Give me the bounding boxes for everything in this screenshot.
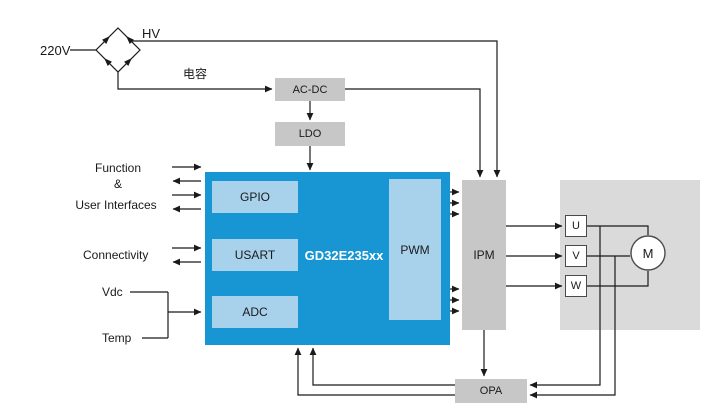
adc-block: ADC bbox=[212, 296, 298, 328]
pwm-label: PWM bbox=[400, 242, 430, 257]
phase-w-box: W bbox=[565, 275, 587, 297]
adc-label: ADC bbox=[242, 305, 268, 319]
mcu-title: GD32E235xx bbox=[304, 248, 384, 263]
pwm-block: PWM bbox=[389, 179, 441, 320]
ldo-block: LDO bbox=[275, 122, 345, 146]
phase-v-box: V bbox=[565, 245, 587, 267]
opa-block: OPA bbox=[455, 379, 527, 403]
phase-w-label: W bbox=[570, 280, 582, 292]
opa-label: OPA bbox=[479, 385, 503, 397]
usart-label: USART bbox=[234, 248, 276, 262]
usart-block: USART bbox=[212, 239, 298, 271]
gpio-block: GPIO bbox=[212, 181, 298, 213]
ipm-block: IPM bbox=[462, 180, 506, 330]
phase-u-label: U bbox=[572, 220, 580, 232]
acdc-block: AC-DC bbox=[275, 78, 345, 101]
acdc-label: AC-DC bbox=[292, 83, 328, 96]
gpio-label: GPIO bbox=[239, 190, 270, 204]
phase-v-label: V bbox=[572, 250, 580, 262]
ldo-label: LDO bbox=[298, 128, 322, 140]
ipm-label: IPM bbox=[473, 248, 495, 262]
phase-u-box: U bbox=[565, 215, 587, 237]
